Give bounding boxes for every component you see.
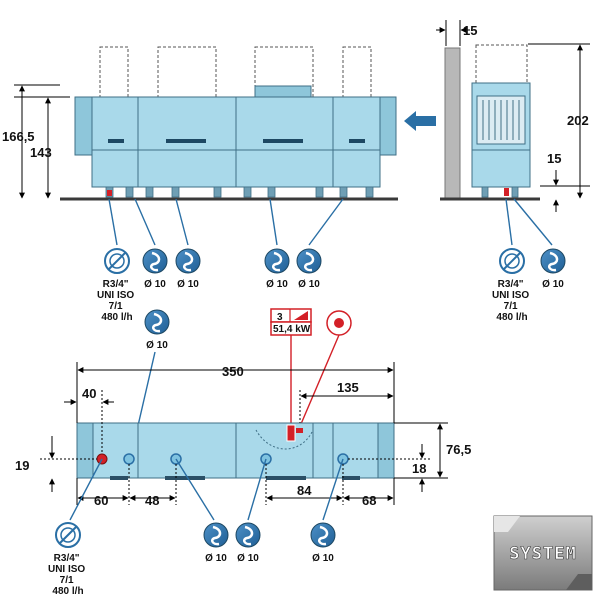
front-handle <box>263 139 303 143</box>
dim-202: 202 <box>567 113 589 128</box>
dim-135: 135 <box>337 380 359 395</box>
dim-19: 19 <box>15 458 29 473</box>
front-drain-label: Ø 10 <box>298 279 320 290</box>
front-hood-dashed <box>99 46 129 98</box>
valve-icon <box>104 248 130 274</box>
side-wall <box>444 47 461 200</box>
emergency-stop-icon <box>326 310 352 336</box>
drain-icon <box>296 248 322 274</box>
side-view: 15 202 15 <box>436 20 590 246</box>
dim-60: 60 <box>94 493 108 508</box>
front-feet <box>105 186 374 198</box>
top-drain-label: Ø 10 <box>237 553 259 564</box>
dim-side-15-bottom: 15 <box>547 151 561 166</box>
front-hood-dashed <box>157 46 217 98</box>
top-valve-label: R3/4" UNI ISO 7/1 480 l/h <box>48 553 88 597</box>
top-bottom-symbols: R3/4" UNI ISO 7/1 480 l/h Ø 10 Ø 10 Ø 10 <box>48 522 336 597</box>
side-symbols: R3/4" UNI ISO 7/1 480 l/h Ø 10 <box>492 248 566 323</box>
system-logo: SYSTEM <box>493 515 593 591</box>
logo-text: SYSTEM <box>509 544 576 564</box>
drain-icon <box>144 309 170 335</box>
drain-icon <box>310 522 336 548</box>
drain-icon <box>142 248 168 274</box>
front-top-hood <box>254 85 312 99</box>
front-drain-label: Ø 10 <box>144 279 166 290</box>
dim-48: 48 <box>145 493 159 508</box>
front-view: 166,5 143 <box>2 46 398 246</box>
dim-side-15-top: 15 <box>463 23 477 38</box>
drain-icon <box>264 248 290 274</box>
front-handle <box>108 139 124 143</box>
top-drain-label: Ø 10 <box>146 340 168 351</box>
drain-icon <box>540 248 566 274</box>
valve-icon <box>55 522 81 548</box>
side-hood-dashed <box>475 44 528 84</box>
side-valve-label: R3/4" UNI ISO 7/1 480 l/h <box>492 279 532 323</box>
drain-icon <box>235 522 261 548</box>
dim-84: 84 <box>297 483 312 498</box>
side-drain-label: Ø 10 <box>542 279 564 290</box>
top-electric-connection <box>286 424 296 442</box>
dim-40: 40 <box>82 386 96 401</box>
front-drain-label: Ø 10 <box>266 279 288 290</box>
electric-phase: 3 <box>277 312 283 323</box>
dim-18: 18 <box>412 461 426 476</box>
top-drain-label: Ø 10 <box>312 553 334 564</box>
front-handle <box>349 139 365 143</box>
dim-143: 143 <box>30 145 52 160</box>
electric-power: 51,4 kW <box>273 324 311 335</box>
top-view: Ø 10 3 51,4 kW <box>15 308 471 521</box>
front-handle <box>166 139 206 143</box>
front-drain-label: Ø 10 <box>177 279 199 290</box>
direction-arrow-icon <box>404 111 436 131</box>
dim-166-5: 166,5 <box>2 129 35 144</box>
dim-350: 350 <box>222 364 244 379</box>
electric-box: 3 51,4 kW <box>270 308 312 336</box>
front-symbols: R3/4" UNI ISO 7/1 480 l/h Ø 10 Ø 10 Ø 10… <box>97 248 322 323</box>
top-drain-label: Ø 10 <box>205 553 227 564</box>
front-right-box <box>377 96 397 156</box>
valve-icon <box>499 248 525 274</box>
electric-phase-icon <box>294 311 308 320</box>
front-valve-label: R3/4" UNI ISO 7/1 480 l/h <box>97 279 137 323</box>
front-left-box <box>74 96 94 156</box>
dim-76-5: 76,5 <box>446 442 471 457</box>
top-drain-point <box>123 453 135 465</box>
side-water-inlet <box>504 188 509 196</box>
dim-68: 68 <box>362 493 376 508</box>
drain-icon <box>175 248 201 274</box>
front-hood-dashed <box>342 46 372 98</box>
front-water-inlet <box>107 190 112 196</box>
drain-icon <box>203 522 229 548</box>
